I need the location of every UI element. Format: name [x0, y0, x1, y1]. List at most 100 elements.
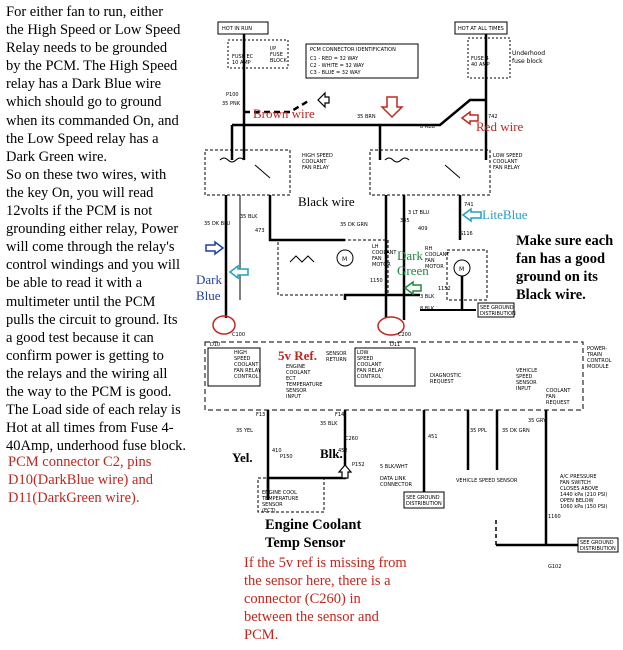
- pin-d10: D10: [210, 342, 220, 348]
- pin-c100: C100: [232, 332, 245, 338]
- left-note-line: pulls the circuit to ground. Its: [6, 311, 178, 328]
- ls-control-3: COOLANT: [357, 362, 382, 368]
- wire-brn-top: 35 BRN: [357, 114, 376, 120]
- ect-input-5: SENSOR: [286, 388, 307, 394]
- ect-input-2: COOLANT: [286, 370, 311, 376]
- diag-request-2: REQUEST: [430, 379, 455, 385]
- wire-red-top: 8 RED: [420, 124, 435, 130]
- wire-yel: 35 YEL: [236, 428, 253, 434]
- sensor-return-1: SENSOR: [326, 351, 347, 357]
- pcm-connector-c1: C1 - RED = 32 WAY: [310, 56, 359, 62]
- left-note-line: a good test because it can: [6, 329, 154, 346]
- high-relay-label-2: COOLANT: [302, 159, 327, 165]
- lh-fan-motor-icon: [336, 249, 354, 267]
- circuit-num-1: 410: [272, 448, 282, 454]
- annotation-black-wire: Black wire: [298, 194, 355, 209]
- sensor-return-2: RETURN: [326, 357, 347, 363]
- ip-fuse-label-2: FUSE: [270, 52, 283, 58]
- left-note-line: which should go to ground: [6, 94, 162, 111]
- underhood-label-2: fuse block: [512, 58, 543, 65]
- coolant-fan-1: COOLANT: [546, 388, 571, 394]
- pcm-connector-box: [305, 43, 419, 79]
- ls-control-2: SPEED: [357, 356, 374, 362]
- down-arrow-top: [380, 96, 404, 119]
- left-note-line: the way to the PCM is good.: [6, 383, 172, 400]
- lh-fan-label-2: COOLANT: [372, 250, 397, 256]
- circuit-num-8: 409: [418, 226, 428, 232]
- ground-note-line: Black wire.: [516, 287, 586, 304]
- left-arrow-liteblue: [461, 207, 482, 223]
- up-arrow-blk: [337, 464, 353, 479]
- pcm-label-1: POWER-: [587, 346, 607, 352]
- pcm-connector-title: PCM CONNECTOR IDENTIFICATION: [310, 47, 396, 53]
- left-note-line: be able to read it with a: [6, 275, 143, 292]
- sensor-caption-line: Engine Coolant: [265, 517, 362, 533]
- hot-at-all-times-label: HOT AT ALL TIMES: [458, 26, 504, 32]
- ground-note-line: Make sure each: [516, 233, 614, 249]
- left-note-line: 12volts if the PCM is not: [6, 203, 153, 220]
- wire-blkwht: 5 BLK/WHT: [380, 464, 409, 470]
- hs-control-1: HIGH: [234, 350, 247, 356]
- left-note-line: when its commanded On, and: [6, 112, 179, 129]
- ls-control-5: CONTROL: [357, 374, 382, 380]
- left-note-line: confirm power is getting to: [6, 347, 164, 364]
- left-note-line: relay has a Dark Blue wire: [6, 76, 162, 93]
- ect-sensor-2: TEMPERATURE: [261, 496, 298, 502]
- pcm-connector-c2: C2 - WHITE = 32 WAY: [310, 63, 365, 69]
- left-arrow-darkgreen: [403, 280, 422, 296]
- left-note-line: So on these two wires, with: [6, 166, 167, 183]
- pin-p152: P152: [352, 462, 365, 468]
- pcm-label-2: TRAIN: [586, 352, 602, 358]
- bottom-note-line: connector (C260) in: [244, 591, 361, 608]
- hot-in-run-label: HOT IN RUN: [222, 26, 252, 32]
- up-arrow-brown: [317, 91, 330, 109]
- wire-dkgrn: 35 DK GRN: [340, 222, 368, 228]
- pin-c260: C260: [345, 436, 358, 442]
- wire-blk-mid: 3 BLK: [420, 294, 435, 300]
- wire-blk-left: 35 BLK: [240, 214, 258, 220]
- high-relay-label-1: HIGH SPEED: [302, 153, 333, 159]
- ac-switch-2: FAN SWITCH: [560, 480, 591, 486]
- lh-fan-box: [277, 239, 389, 296]
- rh-fan-label-3: FAN: [425, 258, 435, 264]
- diag-request-1: DIAGNOSTIC: [430, 373, 462, 379]
- hs-control-3: COOLANT: [234, 362, 259, 368]
- annotation-brown-wire: Brown wire: [253, 106, 315, 121]
- circuit-num-9: 1150: [370, 278, 383, 284]
- high-relay-label-3: FAN RELAY: [302, 165, 330, 171]
- fuse-4-amp: 40 AMP: [471, 62, 490, 68]
- ac-switch-6: 1060 kPa (150 PSI): [560, 504, 607, 510]
- see-ground-box-bottom: [403, 491, 445, 509]
- pin-g102: G102: [548, 564, 561, 570]
- wire-blk-sensor: 35 BLK: [320, 421, 338, 427]
- see-ground-top-1: SEE GROUND: [480, 305, 514, 311]
- see-ground-right-2: DISTRIBUTION: [580, 546, 616, 552]
- hot-at-all-times-box: [454, 21, 508, 35]
- bottom-note-line: If the 5v ref is missing from: [244, 555, 407, 571]
- rh-motor-m: M: [459, 266, 464, 273]
- underhood-fuse-block: [467, 37, 511, 79]
- ac-switch-3: CLOSES ABOVE: [560, 486, 598, 492]
- left-note-line: the relays and the wiring all: [6, 365, 168, 382]
- see-ground-box-top: [477, 302, 515, 318]
- annotation-dark-blue-2: Blue: [196, 288, 221, 303]
- circuit-num-11: 1160: [548, 514, 561, 520]
- annotation-dark-green-2: Green: [397, 263, 429, 278]
- annotation-5v-ref: 5v Ref.: [278, 348, 317, 363]
- pin-s116: S116: [460, 231, 473, 237]
- left-note-line: For either fan to run, either: [6, 4, 164, 20]
- low-relay-label-1: LOW SPEED: [493, 153, 523, 159]
- circuit-num-3: 451: [428, 434, 438, 440]
- pin-f14: F14: [335, 412, 344, 418]
- left-note-line: 40Amp, underhood fuse block.: [6, 438, 187, 455]
- pcm-note-line: D11(DarkGreen wire).: [8, 490, 140, 507]
- ground-note-line: ground on its: [516, 269, 598, 286]
- left-note-line: will come through the relay's: [6, 239, 175, 256]
- pcm-block: [204, 341, 584, 411]
- underhood-label-1: Underhood: [512, 50, 545, 57]
- pcm-label-3: CONTROL: [587, 358, 612, 364]
- hs-control-4: FAN RELAY: [234, 368, 262, 374]
- bottom-note-line: PCM.: [244, 627, 279, 644]
